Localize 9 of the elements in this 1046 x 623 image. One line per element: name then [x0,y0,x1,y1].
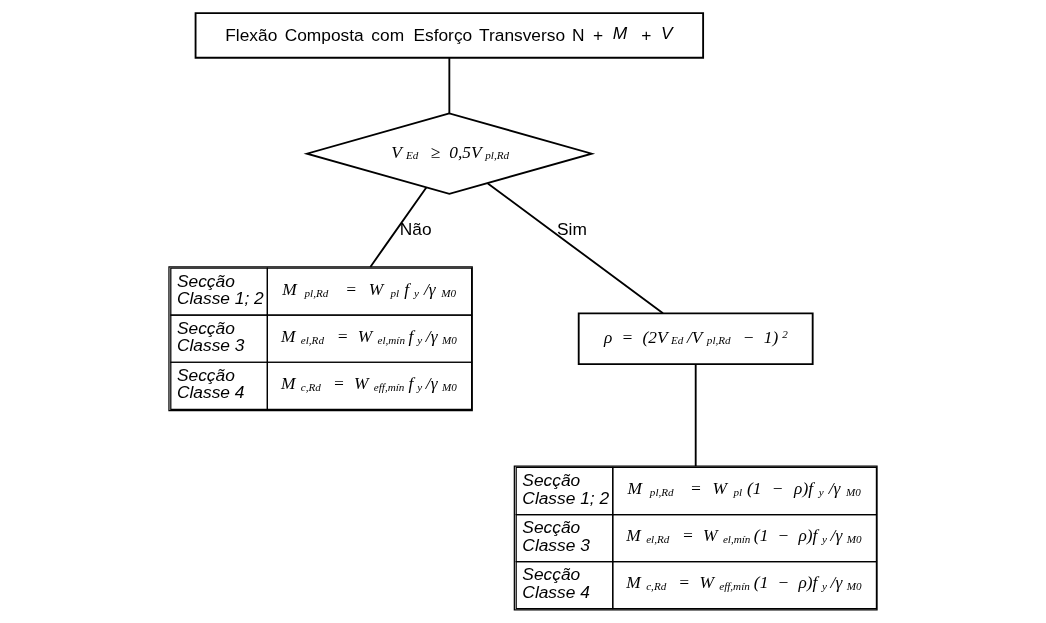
connector [486,182,664,315]
node-box: ρ = (2VEd/Vpl,Rd − 1)2 [577,312,814,366]
connector [448,57,451,114]
node-box: Flexão Composta com Esforço Transverso N + M + V [194,12,705,59]
edge-label: Não [399,219,432,239]
node-diamond: VEd ≥ 0,5Vpl,Rd [303,112,596,195]
connector [694,363,697,468]
edge-label: Sim [557,219,587,239]
connector [369,186,428,268]
